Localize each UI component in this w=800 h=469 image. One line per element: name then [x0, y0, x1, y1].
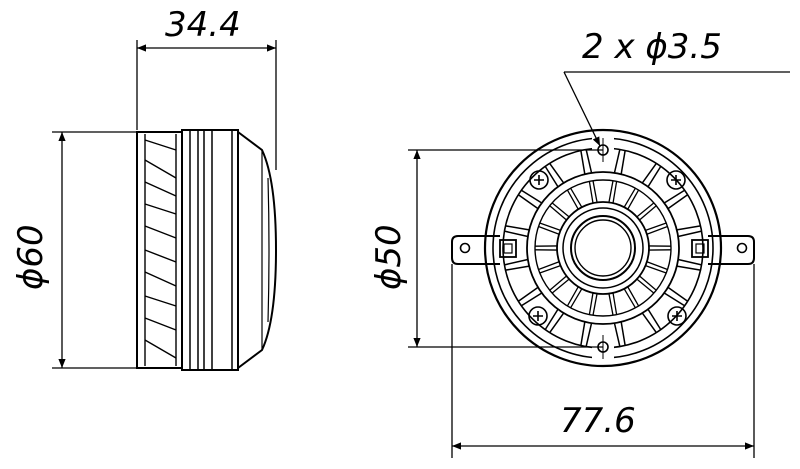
rib-line — [646, 261, 668, 271]
rib-line — [636, 202, 655, 218]
rib-line — [627, 189, 640, 210]
rib-line — [608, 180, 614, 203]
rib-line — [505, 265, 530, 271]
rib-line — [645, 222, 667, 231]
flange-width-dimension: 77.6 — [451, 264, 755, 458]
rib-line — [612, 292, 618, 315]
rib-line — [639, 205, 657, 221]
rib-line — [544, 308, 559, 331]
rib-line — [647, 308, 662, 331]
rib-line — [620, 150, 626, 175]
rib-line — [538, 261, 560, 271]
outer-ribs — [504, 149, 702, 347]
bolt-circle-label: ϕ50 — [369, 224, 409, 290]
screw-bottom-right — [667, 306, 687, 326]
rib-line — [551, 202, 570, 218]
rib-line — [580, 321, 586, 346]
rib-line — [613, 149, 621, 174]
rib-line — [580, 150, 586, 175]
side-view — [136, 129, 278, 371]
rib-line — [585, 322, 593, 347]
rib-line — [647, 165, 662, 188]
rib-line — [677, 258, 702, 266]
screw-bottom-left — [528, 306, 548, 326]
rib-line — [544, 165, 559, 188]
outer-diameter-label: ϕ60 — [11, 224, 51, 290]
rib-line — [520, 292, 543, 307]
rib-line — [676, 265, 701, 271]
rib-line — [645, 265, 667, 274]
rib-line — [636, 278, 655, 294]
rib-line — [663, 189, 686, 204]
rib-line — [566, 189, 579, 210]
rib-line — [517, 194, 539, 210]
rib-line — [676, 225, 701, 231]
depth-dimension: 34.4 — [136, 5, 277, 170]
rib-line — [588, 292, 594, 315]
mounting-hole-label: 2 x ϕ3.5 — [582, 27, 722, 67]
rib-line — [592, 293, 598, 316]
rib-line — [539, 265, 561, 274]
screw-top-right — [666, 170, 686, 190]
rib-line — [612, 181, 618, 204]
rib-line — [504, 258, 529, 266]
rib-line — [505, 225, 530, 231]
screw-top-left — [529, 170, 549, 190]
depth-label: 34.4 — [165, 5, 241, 45]
right-mounting-tab — [691, 235, 755, 265]
rib-line — [627, 286, 640, 307]
rib-line — [570, 187, 583, 208]
rib-line — [608, 293, 614, 316]
rib-line — [566, 286, 579, 307]
rib-line — [539, 222, 561, 231]
flange-width-label: 77.6 — [560, 401, 636, 441]
rib-line — [641, 162, 657, 184]
side-fins — [144, 134, 177, 366]
rib-line — [663, 292, 686, 307]
mounting-hole-callout: 2 x ϕ3.5 — [563, 27, 790, 147]
rib-line — [623, 187, 636, 208]
rib-line — [517, 286, 539, 302]
rib-line — [588, 181, 594, 204]
rib-line — [549, 162, 565, 184]
rib-line — [549, 275, 567, 291]
rib-line — [549, 312, 565, 334]
rib-line — [646, 225, 668, 235]
rib-line — [585, 149, 593, 174]
rib-line — [623, 288, 636, 309]
rib-line — [570, 288, 583, 309]
left-mounting-tab — [451, 235, 517, 265]
rib-line — [613, 322, 621, 347]
rib-line — [592, 180, 598, 203]
rib-line — [677, 230, 702, 238]
rib-line — [641, 312, 657, 334]
front-view — [451, 128, 755, 368]
rib-line — [538, 225, 560, 235]
rib-line — [667, 286, 689, 302]
bolt-circle-dimension: ϕ50 — [369, 149, 603, 348]
rib-line — [520, 189, 543, 204]
rib-line — [639, 275, 657, 291]
rib-line — [549, 205, 567, 221]
inner-ribs — [535, 180, 671, 316]
rib-line — [667, 194, 689, 210]
outer-diameter-dimension: ϕ60 — [11, 131, 137, 369]
rib-line — [551, 278, 570, 294]
rib-line — [504, 230, 529, 238]
rib-line — [620, 321, 626, 346]
